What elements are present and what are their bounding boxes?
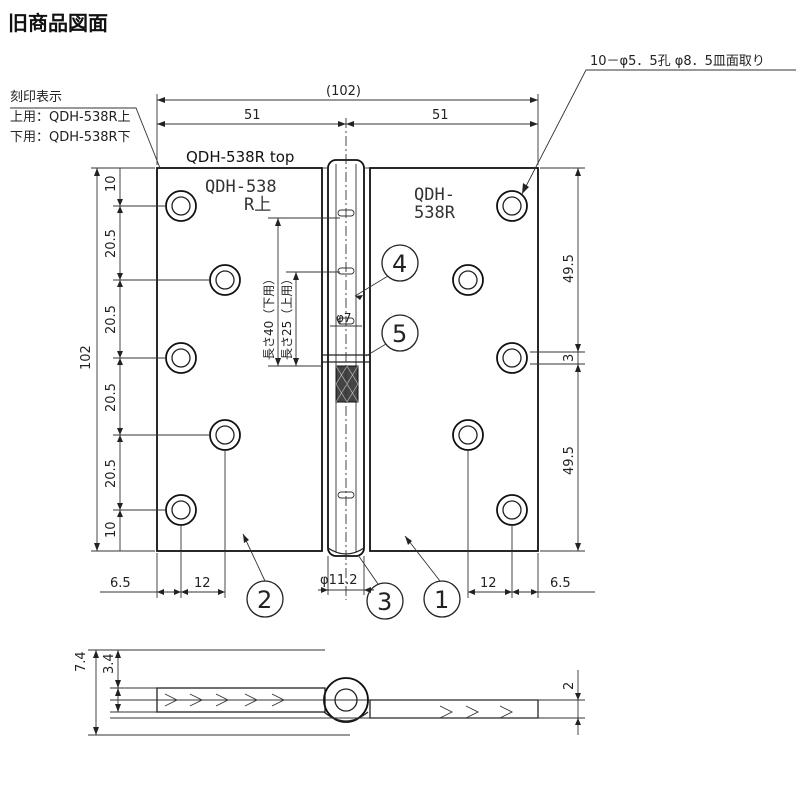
dim-left-pitch-4: 20.5 (104, 383, 119, 412)
dim-bottom-1: 6.5 (110, 576, 131, 591)
dim-side-gap: 2 (562, 682, 577, 690)
stamp-right-line1: QDH- (414, 185, 455, 205)
dim-left-pitch-3: 20.5 (104, 305, 119, 334)
stamp-note-title: 刻印表示 (10, 90, 62, 105)
hole (496, 190, 528, 222)
hole (452, 419, 484, 451)
dim-left-pitch-5: 20.5 (104, 459, 119, 488)
dim-side-leaf: 3.4 (102, 653, 117, 674)
left-leaf-holes (165, 190, 241, 526)
page-title: 旧商品図面 (8, 11, 108, 35)
dim-bottom-4: 6.5 (550, 576, 571, 591)
dim-top (156, 94, 539, 165)
pin-note-upper: 長さ25（上用） (280, 273, 294, 360)
stamp-right-line2: 538R (414, 203, 456, 223)
callout-1-label: 1 (434, 586, 449, 614)
hole (209, 419, 241, 451)
callout-5-label: 5 (392, 320, 407, 348)
knuckle-dia-label: φ11.2 (320, 573, 358, 588)
knuckle-dia-dim (318, 556, 374, 595)
dim-overall-width: (102) (326, 84, 361, 99)
hole (165, 494, 197, 526)
dim-bottom (100, 450, 595, 598)
right-leaf (369, 167, 539, 552)
hole (496, 342, 528, 374)
stamp-leader (10, 107, 161, 169)
hole (209, 264, 241, 296)
callout-3 (357, 554, 404, 620)
dim-half-left: 51 (244, 108, 261, 123)
dim-right-pitch-3: 49.5 (562, 446, 577, 475)
dim-right-pitch-2: 3 (562, 354, 577, 362)
side-view (88, 649, 585, 736)
hole (452, 264, 484, 296)
side-right-leaf (369, 699, 539, 719)
dim-right (530, 167, 585, 552)
hole-spec-note: 10－φ5．5孔 φ8．5皿面取り (590, 54, 765, 69)
dim-left-pitch-1: 10 (104, 175, 119, 192)
callout-4 (354, 244, 419, 300)
dim-height-total: 102 (79, 345, 94, 370)
callout-1 (404, 535, 461, 618)
hole-spec-leader (521, 69, 796, 195)
callout-3-label: 3 (377, 588, 392, 616)
pin-length-dims (268, 217, 340, 367)
left-leaf (156, 167, 323, 552)
stamp-note-upper: 上用：QDH-538R上 (10, 110, 131, 125)
dim-left (91, 167, 210, 552)
callout-5 (365, 314, 419, 357)
dim-left-pitch-6: 10 (104, 521, 119, 538)
callout-2-label: 2 (257, 586, 272, 614)
hole (165, 342, 197, 374)
dim-bottom-3: 12 (480, 576, 497, 591)
stamp-left-line1: QDH-538 (205, 177, 277, 197)
model-label: QDH-538R top (186, 148, 294, 166)
dim-side-total: 7.4 (74, 651, 89, 672)
hole (496, 494, 528, 526)
stamp-note-lower: 下用：QDH-538R下 (10, 130, 131, 145)
pin-note-lower: 長さ40（下用） (262, 273, 276, 360)
knuckle-barrel (322, 118, 370, 600)
right-leaf-holes (452, 190, 528, 526)
stamp-left-line2: R上 (244, 195, 271, 215)
dim-right-pitch-1: 49.5 (562, 254, 577, 283)
dim-left-pitch-2: 20.5 (104, 229, 119, 258)
dim-half-right: 51 (432, 108, 449, 123)
dim-bottom-2: 12 (194, 576, 211, 591)
callout-4-label: 4 (392, 250, 407, 278)
callout-2 (242, 533, 284, 618)
pin-dia-label: φ7 (336, 311, 352, 325)
hole (165, 190, 197, 222)
